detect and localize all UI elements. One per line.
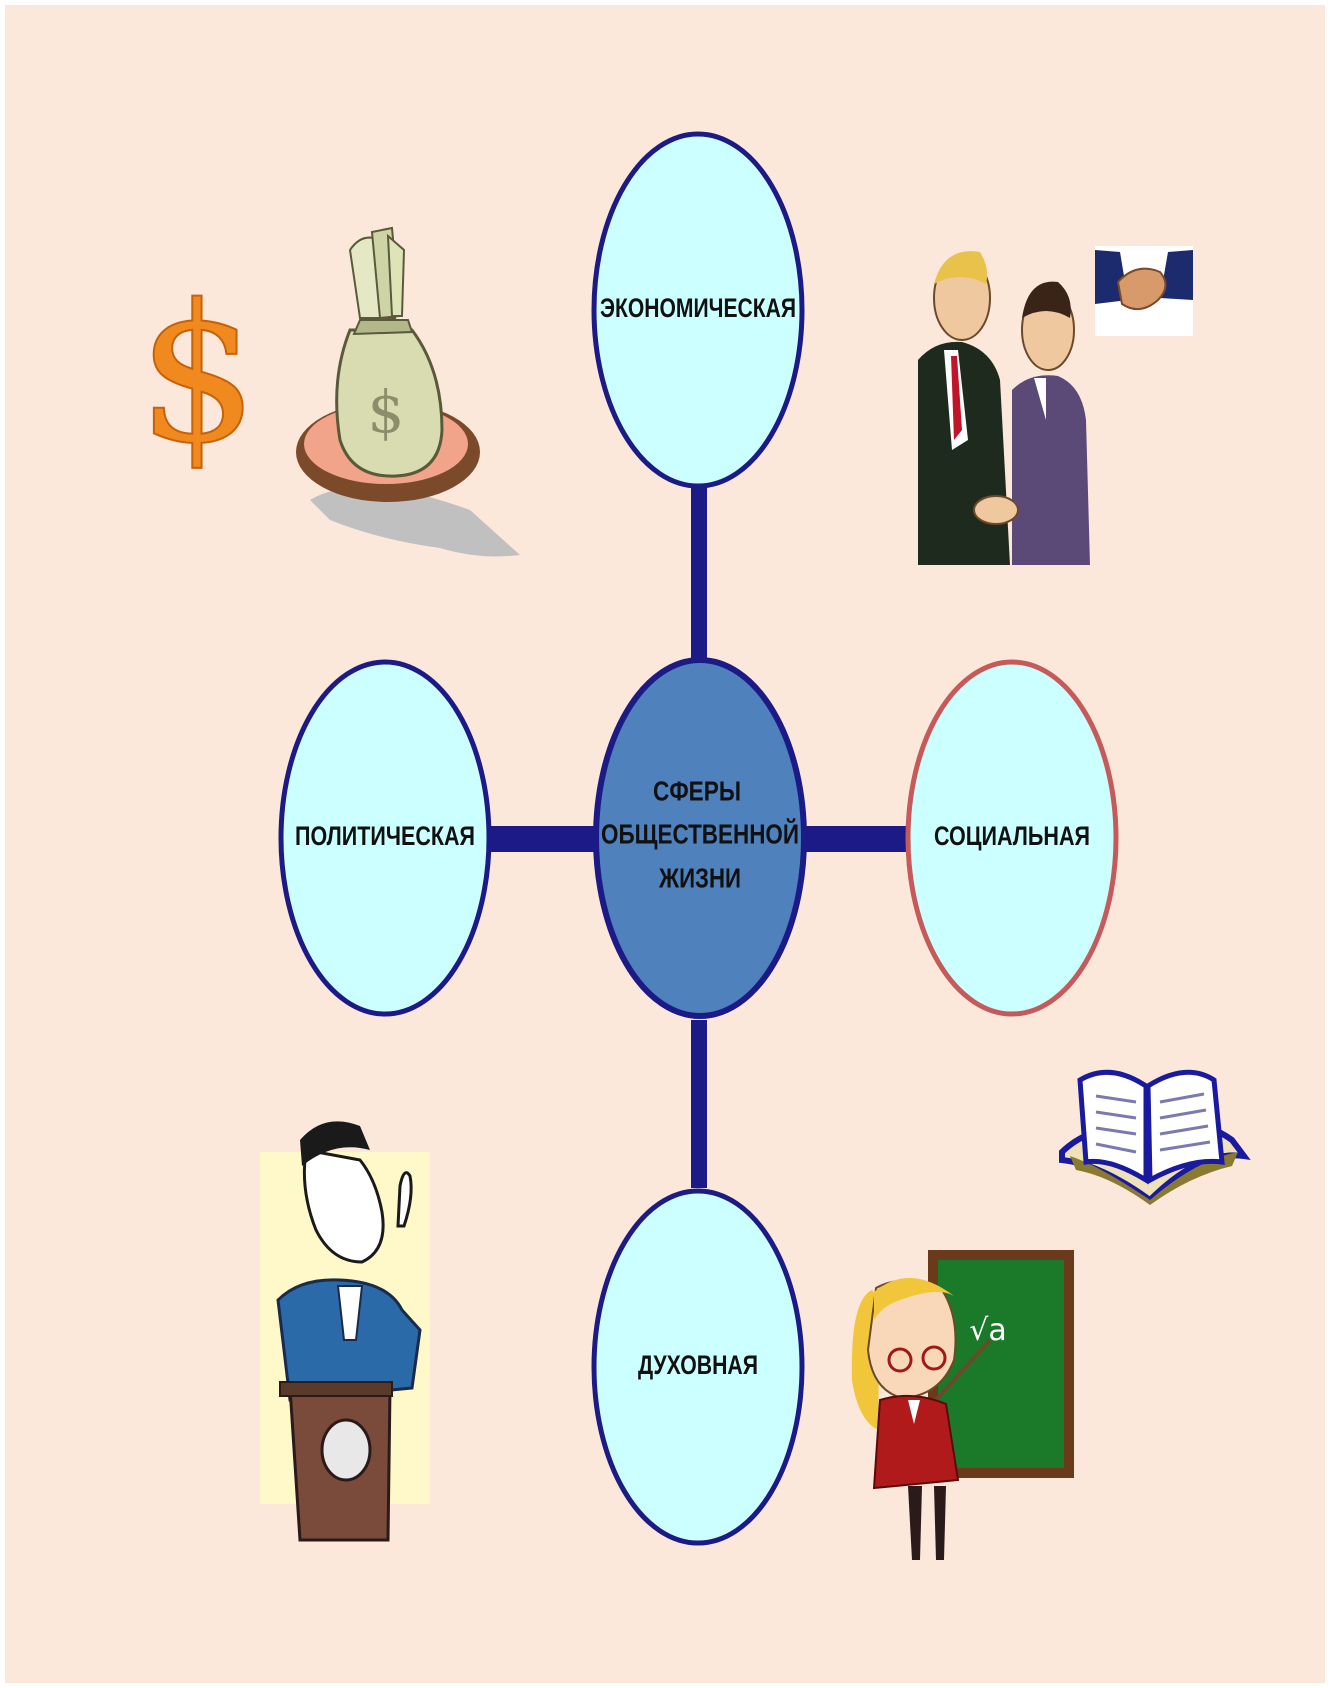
teacher-icon: √a: [851, 1250, 1074, 1560]
connector-bottom: [691, 1020, 707, 1188]
money-bag-icon: $: [296, 226, 520, 557]
oval-political: [278, 659, 492, 1017]
connectors: [490, 486, 906, 1188]
open-book-icon: [1059, 1069, 1251, 1205]
label-economic: ЭКОНОМИЧЕСКАЯ: [600, 293, 796, 323]
node-economic: ЭКОНОМИЧЕСКАЯ: [591, 131, 805, 489]
speaker-podium-icon: [260, 1121, 430, 1542]
label-spiritual: ДУХОВНАЯ: [638, 1350, 758, 1380]
node-center: СФЕРЫ ОБЩЕСТВЕННОЙ ЖИЗНИ: [593, 657, 807, 1019]
node-social: СОЦИАЛЬНАЯ: [905, 659, 1119, 1017]
oval-spiritual: [591, 1188, 805, 1546]
connector-top: [691, 486, 707, 658]
business-people-icon: [918, 251, 1090, 565]
handshake-icon: [1095, 246, 1193, 336]
node-political: ПОЛИТИЧЕСКАЯ: [278, 659, 492, 1017]
dollar-icon: $: [137, 263, 260, 486]
center-line-2: ОБЩЕСТВЕННОЙ: [601, 817, 799, 849]
connector-right: [806, 826, 906, 852]
money-bag-sign: $: [368, 378, 405, 446]
dollar-sign: $: [138, 264, 259, 485]
center-line-1: СФЕРЫ: [653, 775, 741, 806]
oval-social: [905, 659, 1119, 1017]
center-line-3: ЖИЗНИ: [658, 862, 741, 893]
oval-economic: [591, 131, 805, 489]
label-political: ПОЛИТИЧЕСКАЯ: [295, 821, 475, 851]
oval-center: [593, 657, 807, 1019]
label-social: СОЦИАЛЬНАЯ: [934, 821, 1090, 851]
connector-left: [490, 826, 596, 852]
node-spiritual: ДУХОВНАЯ: [591, 1188, 805, 1546]
